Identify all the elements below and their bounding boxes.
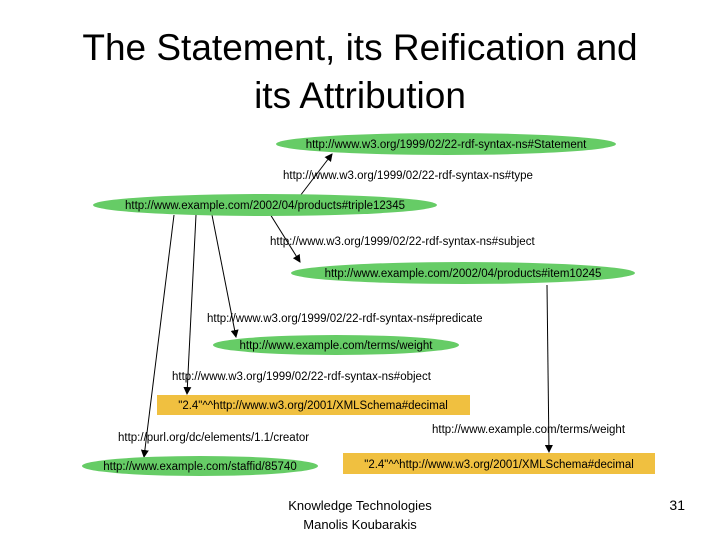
edge-object-label: http://www.w3.org/1999/02/22-rdf-syntax-…: [172, 371, 432, 383]
footer-course: Knowledge Technologies: [288, 498, 432, 513]
node-weight-label: http://www.example.com/terms/weight: [239, 340, 433, 352]
node-triple: http://www.example.com/2002/04/products#…: [93, 194, 437, 216]
node-staff: http://www.example.com/staffid/85740: [82, 456, 318, 476]
node-triple-label: http://www.example.com/2002/04/products#…: [125, 200, 405, 212]
node-statement: http://www.w3.org/1999/02/22-rdf-syntax-…: [276, 133, 616, 155]
node-literal-object-label: "2.4"^^http://www.w3.org/2001/XMLSchema#…: [178, 400, 448, 412]
slide-title: The Statement, its Reification and its A…: [20, 24, 700, 120]
page-number: 31: [669, 497, 685, 513]
node-item-label: http://www.example.com/2002/04/products#…: [325, 268, 602, 280]
node-literal-weight-label: "2.4"^^http://www.w3.org/2001/XMLSchema#…: [364, 459, 634, 471]
edge-predicate-line: [211, 214, 239, 338]
node-staff-label: http://www.example.com/staffid/85740: [103, 461, 296, 473]
edge-subject-line: [269, 213, 301, 263]
graph-edges: [140, 153, 553, 458]
node-item: http://www.example.com/2002/04/products#…: [291, 262, 635, 284]
node-literal-weight: "2.4"^^http://www.w3.org/2001/XMLSchema#…: [343, 453, 655, 474]
edge-predicate-label: http://www.w3.org/1999/02/22-rdf-syntax-…: [207, 313, 483, 325]
footer-author: Manolis Koubarakis: [303, 517, 417, 532]
edge-weight-label: http://www.example.com/terms/weight: [432, 424, 626, 436]
node-literal-object: "2.4"^^http://www.w3.org/2001/XMLSchema#…: [157, 395, 470, 415]
slide-footer: Knowledge Technologies Manolis Koubaraki…: [240, 496, 480, 534]
node-weight: http://www.example.com/terms/weight: [213, 335, 459, 355]
node-statement-label: http://www.w3.org/1999/02/22-rdf-syntax-…: [306, 139, 587, 151]
edge-type-label: http://www.w3.org/1999/02/22-rdf-syntax-…: [283, 170, 533, 182]
edge-creator-label: http://purl.org/dc/elements/1.1/creator: [118, 432, 309, 444]
edge-type-line: [299, 153, 333, 197]
edge-subject-label: http://www.w3.org/1999/02/22-rdf-syntax-…: [270, 236, 535, 248]
slide-title-line-2: its Attribution: [254, 75, 466, 116]
slide-title-line-1: The Statement, its Reification and: [82, 27, 638, 68]
edge-object-line: [183, 214, 197, 395]
edge-weight-line: [544, 284, 553, 453]
edge-creator-line: [140, 214, 175, 458]
